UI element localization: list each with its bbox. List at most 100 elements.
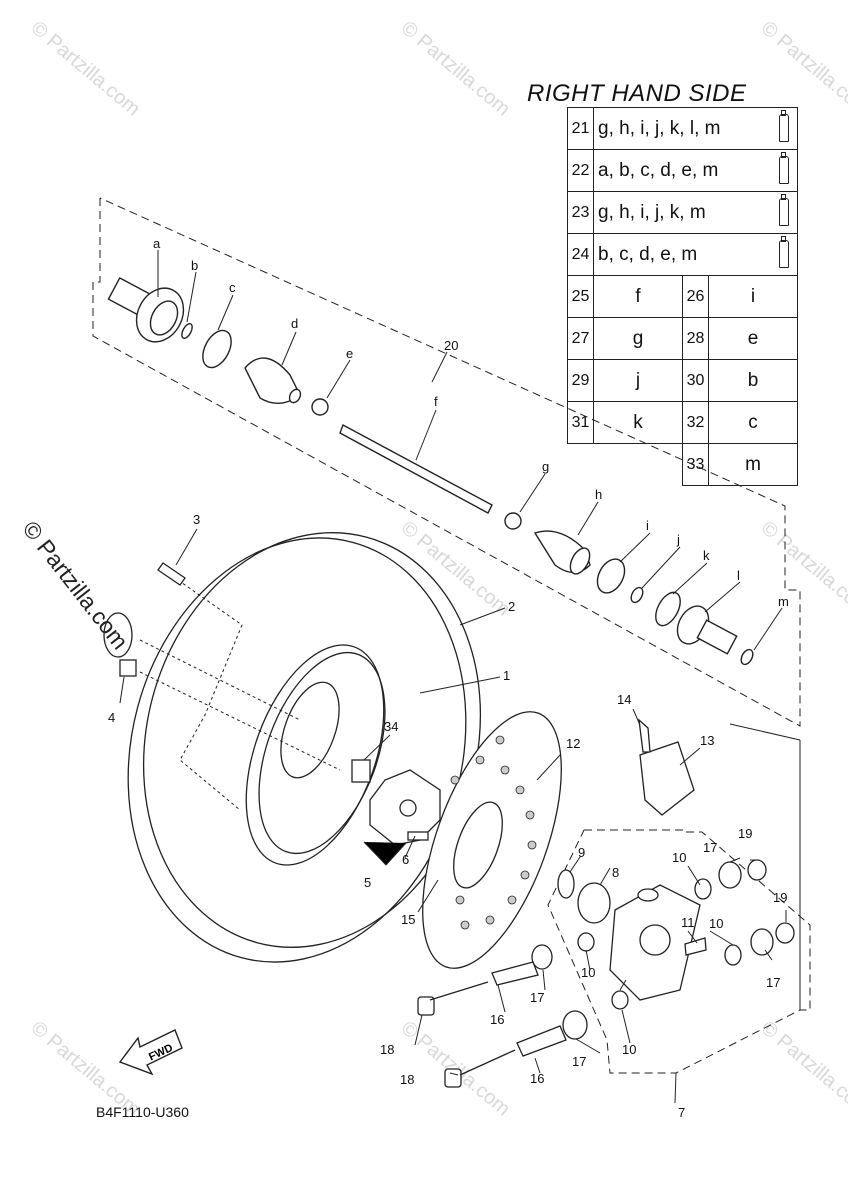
knuckle-assembly-box — [547, 829, 811, 1074]
svg-text:© Partzilla.com: © Partzilla.com — [397, 17, 514, 120]
letter-i: i — [646, 518, 649, 533]
callout-1: 1 — [503, 668, 510, 683]
side-title: RIGHT HAND SIDE — [527, 80, 747, 107]
letter-k: k — [703, 548, 710, 563]
alignment-lines — [139, 579, 341, 811]
callout-3: 3 — [193, 512, 200, 527]
part-number: 31 — [567, 401, 594, 444]
letter-j: j — [676, 532, 680, 547]
part-number: 25 — [567, 275, 594, 318]
grease-tube-icon — [779, 194, 789, 226]
letter-b: b — [191, 258, 198, 273]
svg-text:© Partzilla.com: © Partzilla.com — [757, 1017, 848, 1120]
callout-18a: 18 — [380, 1042, 394, 1057]
letter-h: h — [595, 487, 602, 502]
letter-l: l — [737, 568, 740, 583]
knuckle-parts — [417, 718, 795, 1088]
part-letter: e — [708, 317, 798, 360]
callout-10c: 10 — [581, 965, 595, 980]
letter-c: c — [229, 280, 236, 295]
fwd-arrow: FWD — [118, 1029, 183, 1076]
letter-g: g — [542, 459, 549, 474]
letter-a: a — [153, 236, 161, 251]
kit-parts-text: g, h, i, j, k, m — [598, 201, 706, 223]
part-number: 27 — [567, 317, 594, 360]
callout-8: 8 — [612, 865, 619, 880]
kit-parts: b, c, d, e, m — [593, 233, 798, 276]
part-letter: f — [593, 275, 683, 318]
callout-20: 20 — [444, 338, 458, 353]
callout-12: 12 — [566, 736, 580, 751]
part-number: 29 — [567, 359, 594, 402]
kit-parts: g, h, i, j, k, l, m — [593, 107, 798, 150]
callout-16b: 16 — [530, 1071, 544, 1086]
part-number: 28 — [682, 317, 709, 360]
kit-parts-text: g, h, i, j, k, l, m — [598, 117, 721, 139]
diagram-code: B4F1110-U360 — [96, 1104, 189, 1120]
part-number: 26 — [682, 275, 709, 318]
part-number: 33 — [682, 443, 709, 486]
drive-shaft-assembly-box — [92, 197, 801, 727]
kit-parts: a, b, c, d, e, m — [593, 149, 798, 192]
callout-19b: 19 — [773, 890, 787, 905]
part-letter: m — [708, 443, 798, 486]
callout-17d: 17 — [766, 975, 780, 990]
callout-15: 15 — [401, 912, 415, 927]
callout-9: 9 — [578, 845, 585, 860]
letter-d: d — [291, 316, 298, 331]
callout-6: 6 — [402, 852, 409, 867]
letter-f: f — [434, 394, 438, 409]
kit-number: 24 — [567, 233, 594, 276]
callout-4: 4 — [108, 710, 115, 725]
callout-17a: 17 — [530, 990, 544, 1005]
part-number: 32 — [682, 401, 709, 444]
callout-13: 13 — [700, 733, 714, 748]
callout-5: 5 — [364, 875, 371, 890]
callout-2: 2 — [508, 599, 515, 614]
callout-34: 34 — [384, 719, 398, 734]
svg-text:© Partzilla.com: © Partzilla.com — [27, 17, 144, 120]
callout-17b: 17 — [572, 1054, 586, 1069]
leader-20 — [431, 351, 448, 383]
part-letter: b — [708, 359, 798, 402]
part-letter: j — [593, 359, 683, 402]
callout-10a: 10 — [672, 850, 686, 865]
kit-number: 23 — [567, 191, 594, 234]
callout-7: 7 — [678, 1105, 685, 1120]
callout-11: 11 — [681, 915, 695, 930]
svg-text:© Partzilla.com: © Partzilla.com — [397, 517, 514, 620]
part-letter: i — [708, 275, 798, 318]
callout-17c: 17 — [703, 840, 717, 855]
shaft-letter-leaders — [157, 250, 783, 651]
grease-tube-icon — [779, 110, 789, 142]
grease-tube-icon — [779, 236, 789, 268]
part-letter: g — [593, 317, 683, 360]
part-letter: c — [708, 401, 798, 444]
kit-parts-text: a, b, c, d, e, m — [598, 159, 719, 181]
callout-16a: 16 — [490, 1012, 504, 1027]
kit-number: 21 — [567, 107, 594, 150]
drive-shaft-parts — [107, 277, 754, 666]
svg-text:© Partzilla.com: © Partzilla.com — [757, 17, 848, 120]
callout-14: 14 — [617, 692, 631, 707]
shaft-letters: a b c d e f g h i j k l m — [153, 236, 789, 609]
letter-m: m — [778, 594, 789, 609]
kit-number: 22 — [567, 149, 594, 192]
callout-10d: 10 — [622, 1042, 636, 1057]
callout-numbers: 1 2 3 4 5 6 7 8 9 10 10 10 10 11 12 13 1… — [108, 338, 787, 1120]
kit-parts-text: b, c, d, e, m — [598, 243, 698, 265]
callout-19a: 19 — [738, 826, 752, 841]
callout-leaders — [119, 528, 787, 1104]
grease-tube-icon — [779, 152, 789, 184]
